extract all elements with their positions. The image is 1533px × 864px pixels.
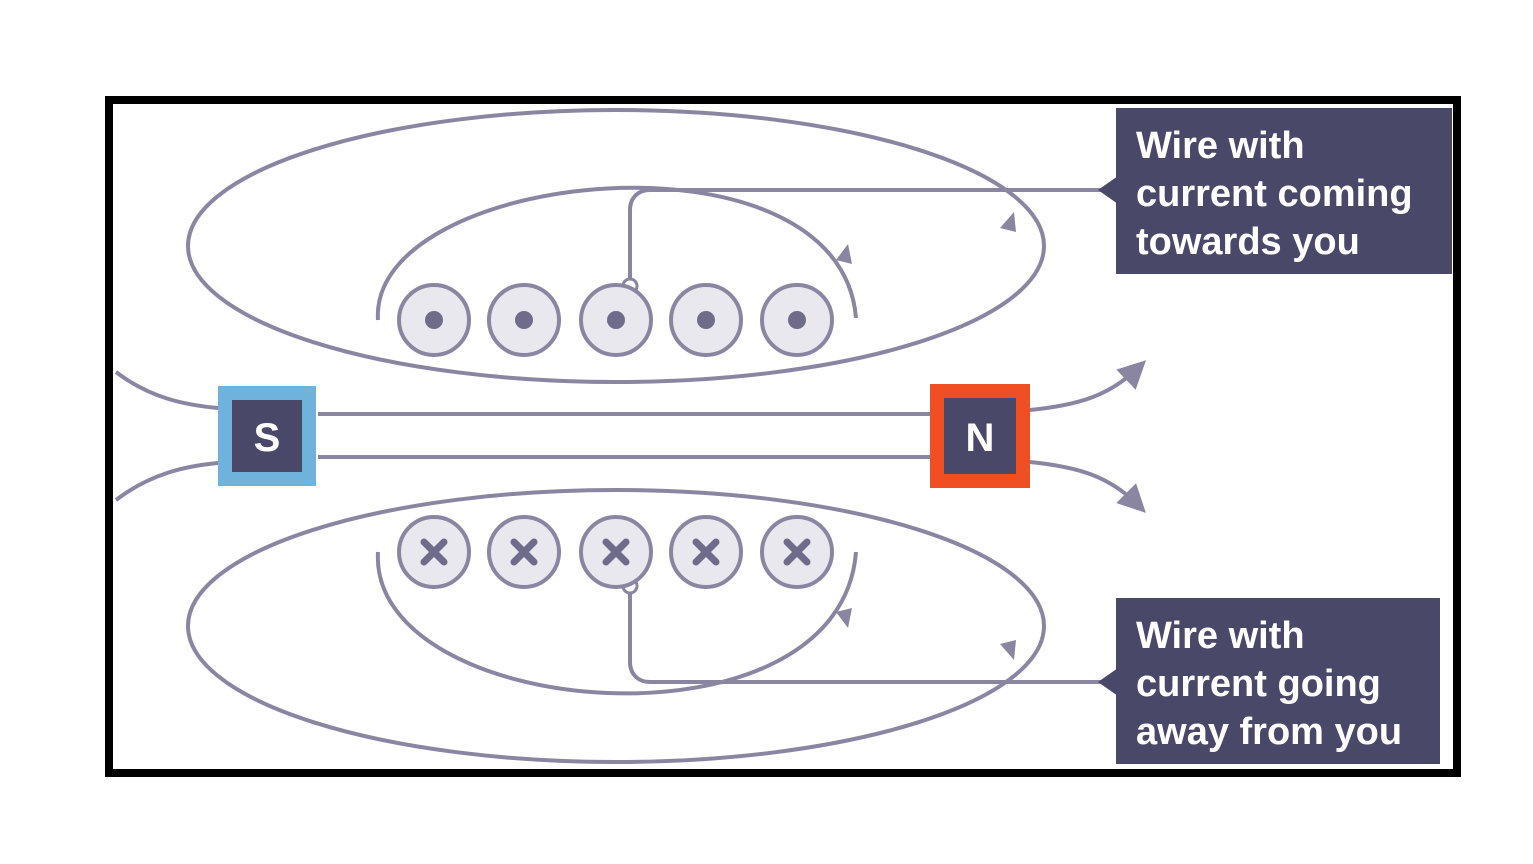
callout-top-pointer — [1098, 176, 1118, 204]
current-into-page-icon[interactable] — [669, 515, 743, 589]
field-lines — [114, 108, 1147, 764]
inner-field-arc-bottom — [375, 551, 858, 696]
outer-field-loop-top — [186, 108, 1046, 384]
callout-connectors — [628, 188, 1110, 684]
arrow-inner-bottom — [836, 608, 852, 628]
connector-bottom — [628, 586, 1110, 684]
outer-field-loop-bottom — [186, 488, 1046, 764]
callout-bottom-line-3: away from you — [1136, 711, 1402, 753]
current-out-of-page-icon[interactable] — [760, 283, 834, 357]
callout-top-line-2: current coming — [1136, 173, 1413, 215]
current-out-of-page-icon[interactable] — [669, 283, 743, 357]
loop-direction-arrows — [836, 212, 1016, 660]
current-into-page-icon[interactable] — [487, 515, 561, 589]
connector-top — [628, 188, 1110, 286]
field-line-out-n-bottom[interactable] — [1029, 460, 1146, 513]
south-pole-label: S — [254, 416, 281, 460]
arrow-outer-top — [1000, 212, 1016, 232]
callout-top-box — [1116, 108, 1452, 274]
field-line-out-n-top[interactable] — [1029, 360, 1147, 412]
current-into-page-icon[interactable] — [579, 515, 653, 589]
current-into-page-icon[interactable] — [397, 515, 471, 589]
callout-top: Wire with current coming towards you — [1098, 108, 1452, 274]
callout-bottom: Wire with current going away from you — [1098, 598, 1440, 764]
arrow-outer-bottom — [1000, 640, 1016, 660]
callout-bottom-line-2: current going — [1136, 663, 1381, 705]
current-into-page-icon[interactable] — [760, 515, 834, 589]
current-out-of-page-icon[interactable] — [397, 283, 471, 357]
current-out-of-page-icon[interactable] — [487, 283, 561, 357]
callout-top-line-3: towards you — [1136, 221, 1360, 263]
field-line-into-s-bottom — [114, 461, 219, 502]
callout-bottom-pointer — [1098, 668, 1118, 696]
south-pole[interactable]: S — [218, 386, 316, 486]
inner-field-arc-top — [375, 185, 858, 321]
callout-top-line-1: Wire with — [1136, 125, 1305, 167]
callout-bottom-line-1: Wire with — [1136, 615, 1305, 657]
arrow-inner-top — [836, 244, 852, 264]
field-line-into-s-top — [114, 370, 219, 410]
current-out-of-page-icon[interactable] — [579, 283, 653, 357]
north-pole[interactable]: N — [930, 384, 1030, 488]
north-pole-label: N — [966, 416, 995, 460]
wire-row-top — [397, 283, 834, 357]
callout-bottom-box — [1116, 598, 1440, 764]
wire-row-bottom — [397, 515, 834, 589]
